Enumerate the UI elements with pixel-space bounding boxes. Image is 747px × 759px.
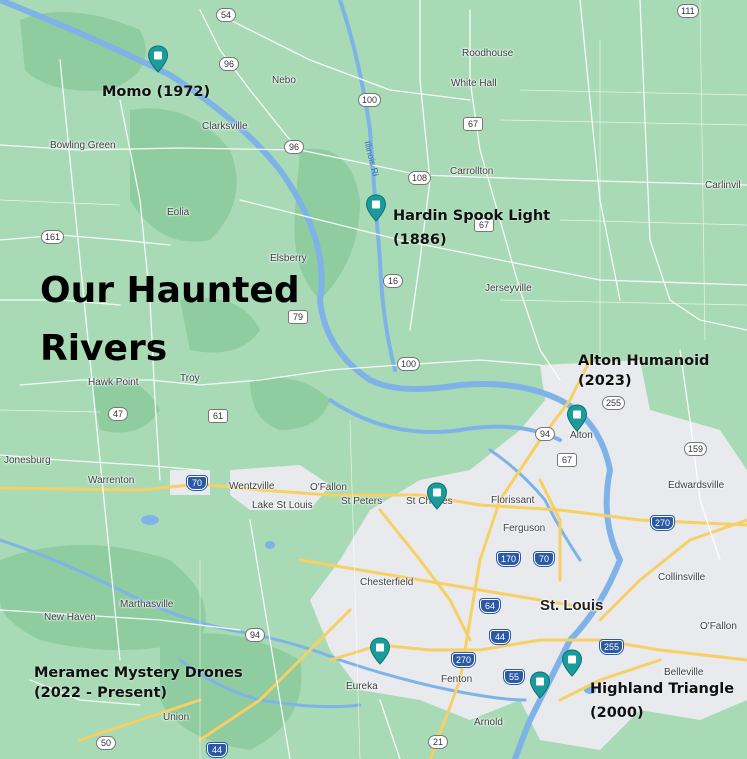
interstate-shield: 70 (534, 552, 554, 566)
place-label: Hawk Point (88, 377, 139, 388)
interstate-shield: 255 (600, 640, 624, 654)
interstate-shield: 44 (490, 630, 510, 644)
place-label: Ferguson (503, 523, 546, 534)
marker-label-line: (2022 - Present) (34, 685, 168, 701)
marker-label-line: (2000) (590, 705, 644, 721)
place-label: Union (163, 712, 190, 723)
map-title: Our Haunted Rivers (40, 262, 300, 378)
place-label: Marthasville (120, 599, 174, 610)
interstate-shield: 270 (651, 516, 675, 530)
map-title-line: Our Haunted (40, 270, 300, 311)
place-label: Chesterfield (360, 577, 414, 588)
marker-label-line: Alton Humanoid (578, 353, 710, 369)
route-shield: 21 (428, 735, 448, 749)
map-pin-icon[interactable] (365, 194, 387, 222)
marker-label-meramec: Meramec Mystery Drones (2022 - Present) (34, 663, 243, 703)
place-label: Carlinvil (705, 180, 741, 191)
route-shield: 67 (474, 218, 494, 232)
route-shield: 111 (677, 4, 699, 18)
route-shield: 79 (288, 310, 308, 324)
interstate-shield: 170 (497, 552, 521, 566)
place-label: Roodhouse (462, 48, 514, 59)
interstate-shield: 70 (187, 476, 207, 490)
route-shield: 94 (535, 427, 555, 441)
route-shield: 94 (245, 628, 265, 642)
interstate-shield: 64 (480, 599, 500, 613)
place-label: Lake St Louis (252, 500, 313, 511)
interstate-shield: 44 (207, 743, 227, 757)
route-shield: 50 (96, 736, 116, 750)
map-pin-icon[interactable] (561, 649, 583, 677)
highways (0, 358, 747, 759)
place-label-city: St. Louis (540, 597, 604, 614)
place-label: Bowling Green (50, 140, 116, 151)
place-label: White Hall (451, 78, 497, 89)
interstate-shield: 270 (452, 653, 476, 667)
route-shield: 67 (557, 453, 577, 467)
map-pin-icon[interactable] (529, 671, 551, 699)
route-shield: 108 (408, 171, 432, 185)
map-pin-icon[interactable] (147, 45, 169, 73)
place-label: Fenton (441, 674, 473, 685)
marker-label-momo: Momo (1972) (102, 82, 210, 102)
map-title-line: Rivers (40, 328, 168, 369)
place-label: Jonesburg (4, 455, 51, 466)
place-label: St Charles (406, 496, 453, 507)
place-label: Eolia (167, 207, 190, 218)
route-shield: 100 (358, 93, 382, 107)
route-shield: 16 (383, 274, 403, 288)
place-label: Wentzville (229, 481, 275, 492)
place-label: Warrenton (88, 475, 135, 486)
rivers (0, 0, 623, 759)
map-pin-icon[interactable] (426, 482, 448, 510)
place-label: Belleville (664, 667, 704, 678)
place-label: Nebo (272, 75, 296, 86)
marker-label-line: Momo (1972) (102, 84, 211, 100)
place-label: O'Fallon (310, 482, 347, 493)
marker-label-hardin: Hardin Spook Light (1886) (393, 206, 550, 250)
route-shield: 96 (219, 57, 239, 71)
route-shield: 67 (463, 117, 483, 131)
interstate-shield: 55 (504, 670, 524, 684)
place-label: Elsberry (270, 253, 307, 264)
marker-label-line: Meramec Mystery Drones (34, 665, 243, 681)
place-label: Eureka (346, 681, 378, 692)
forest-areas (0, 12, 360, 750)
map-pin-icon[interactable] (369, 637, 391, 665)
place-label: Florissant (491, 495, 535, 506)
marker-label-alton: Alton Humanoid (2023) (578, 351, 709, 391)
route-shield: 61 (208, 409, 228, 423)
marker-label-line: Highland Triangle (590, 681, 735, 697)
place-label: Clarksville (202, 121, 248, 132)
route-shield: 47 (108, 407, 128, 421)
marker-label-line: (2023) (578, 373, 632, 389)
place-label: Collinsville (658, 572, 706, 583)
place-label: O'Fallon (700, 621, 737, 632)
route-shield: 100 (397, 357, 421, 371)
place-label: Jerseyville (485, 283, 532, 294)
place-label: Alton (570, 430, 593, 441)
marker-label-line: (1886) (393, 232, 447, 248)
place-label: Arnold (474, 717, 503, 728)
route-shield: 54 (216, 8, 236, 22)
marker-label-line: Hardin Spook Light (393, 208, 551, 224)
route-shield: 96 (284, 140, 304, 154)
place-label: Troy (180, 373, 200, 384)
place-label: Carrollton (450, 166, 494, 177)
place-label: Edwardsville (668, 480, 725, 491)
map-pin-icon[interactable] (566, 404, 588, 432)
route-shield: 161 (41, 230, 65, 244)
route-shield: 255 (602, 396, 626, 410)
route-shield: 159 (684, 442, 708, 456)
place-label: New Haven (44, 612, 96, 623)
marker-label-highland: Highland Triangle (2000) (590, 679, 734, 723)
place-label: St Peters (341, 496, 383, 507)
